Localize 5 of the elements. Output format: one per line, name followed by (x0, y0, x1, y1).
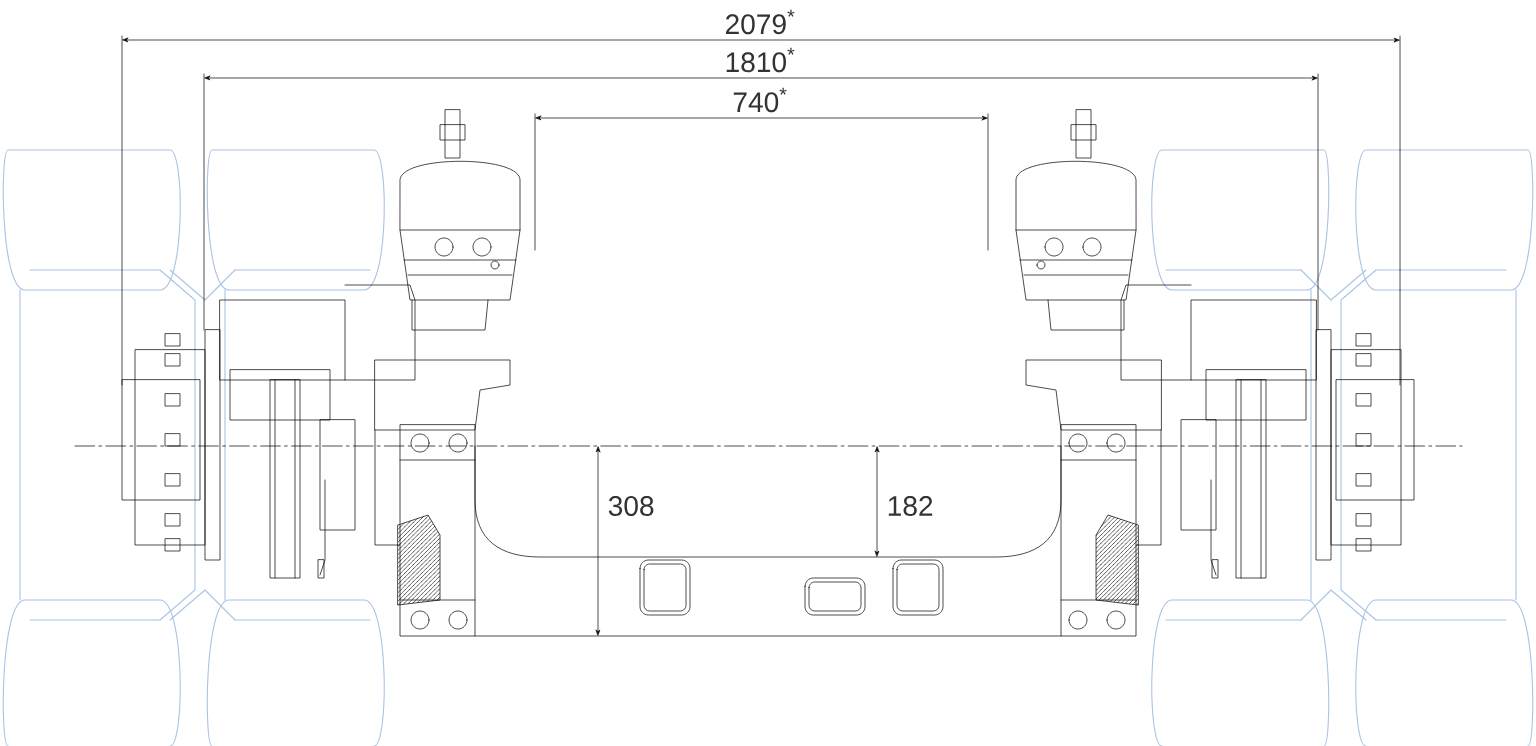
dimension-label: 740$^{*}$ (733, 87, 787, 113)
dimension-label: 182 (888, 496, 933, 516)
dimension-label: 1810$^{*}$ (726, 47, 795, 73)
dimension-label: 2079$^{*}$ (725, 9, 795, 35)
dimension-label: 308 (608, 496, 654, 516)
